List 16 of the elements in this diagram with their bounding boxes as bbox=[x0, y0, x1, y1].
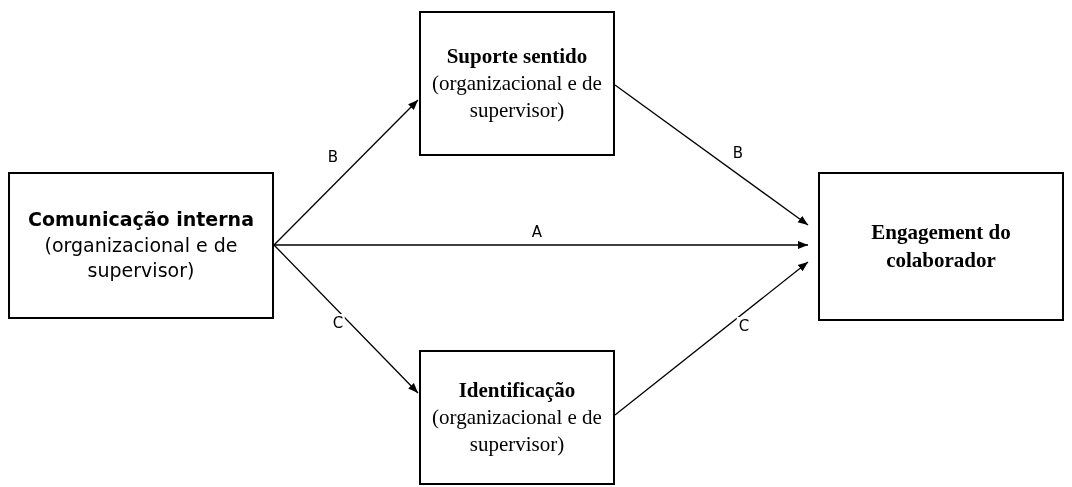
arrow bbox=[273, 244, 419, 394]
process-box bbox=[419, 350, 615, 485]
box-heading: Identificação bbox=[458, 376, 576, 404]
box-heading: Comunicação interna bbox=[28, 207, 254, 233]
box-heading: Suporte sentido bbox=[446, 42, 588, 70]
arrow bbox=[614, 261, 809, 416]
box-text: (organizacional e de supervisor) bbox=[431, 69, 603, 125]
arrow bbox=[614, 84, 809, 226]
box-text: Engagement do colaborador bbox=[870, 219, 1012, 274]
process-box bbox=[8, 172, 274, 319]
box-text: (organizacional e de supervisor) bbox=[43, 232, 239, 284]
box-text: (organizacional e de supervisor) bbox=[431, 403, 603, 459]
arrow bbox=[273, 99, 419, 246]
process-box bbox=[419, 11, 615, 156]
process-box bbox=[818, 172, 1064, 321]
arrow bbox=[273, 241, 809, 249]
